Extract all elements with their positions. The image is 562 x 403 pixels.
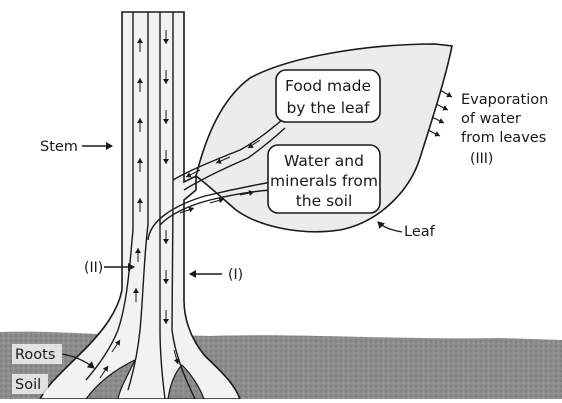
leaf-label: Leaf — [404, 224, 436, 240]
evaporation-line-3: from leaves — [461, 130, 546, 146]
callout-water-line-3: the soil — [296, 192, 353, 210]
callout-food-line-1: Food made — [285, 77, 371, 95]
soil-label: Soil — [15, 377, 41, 393]
marker-iii: (III) — [470, 151, 493, 167]
roots-label: Roots — [15, 347, 55, 363]
vessel-ii-label: (II) — [84, 260, 103, 276]
callout-water-line-1: Water and — [284, 152, 364, 170]
callout-food: Food made by the leaf — [276, 70, 380, 122]
stem-label: Stem — [40, 139, 78, 155]
callout-water: Water and minerals from the soil — [268, 145, 380, 213]
callout-water-line-2: minerals from — [270, 172, 378, 190]
callout-food-line-2: by the leaf — [286, 99, 370, 117]
evaporation-line-1: Evaporation — [461, 92, 548, 108]
evaporation-line-2: of water — [461, 111, 521, 127]
vessel-i-label: (I) — [228, 267, 243, 283]
leaf-pointer-arrow — [378, 222, 402, 232]
